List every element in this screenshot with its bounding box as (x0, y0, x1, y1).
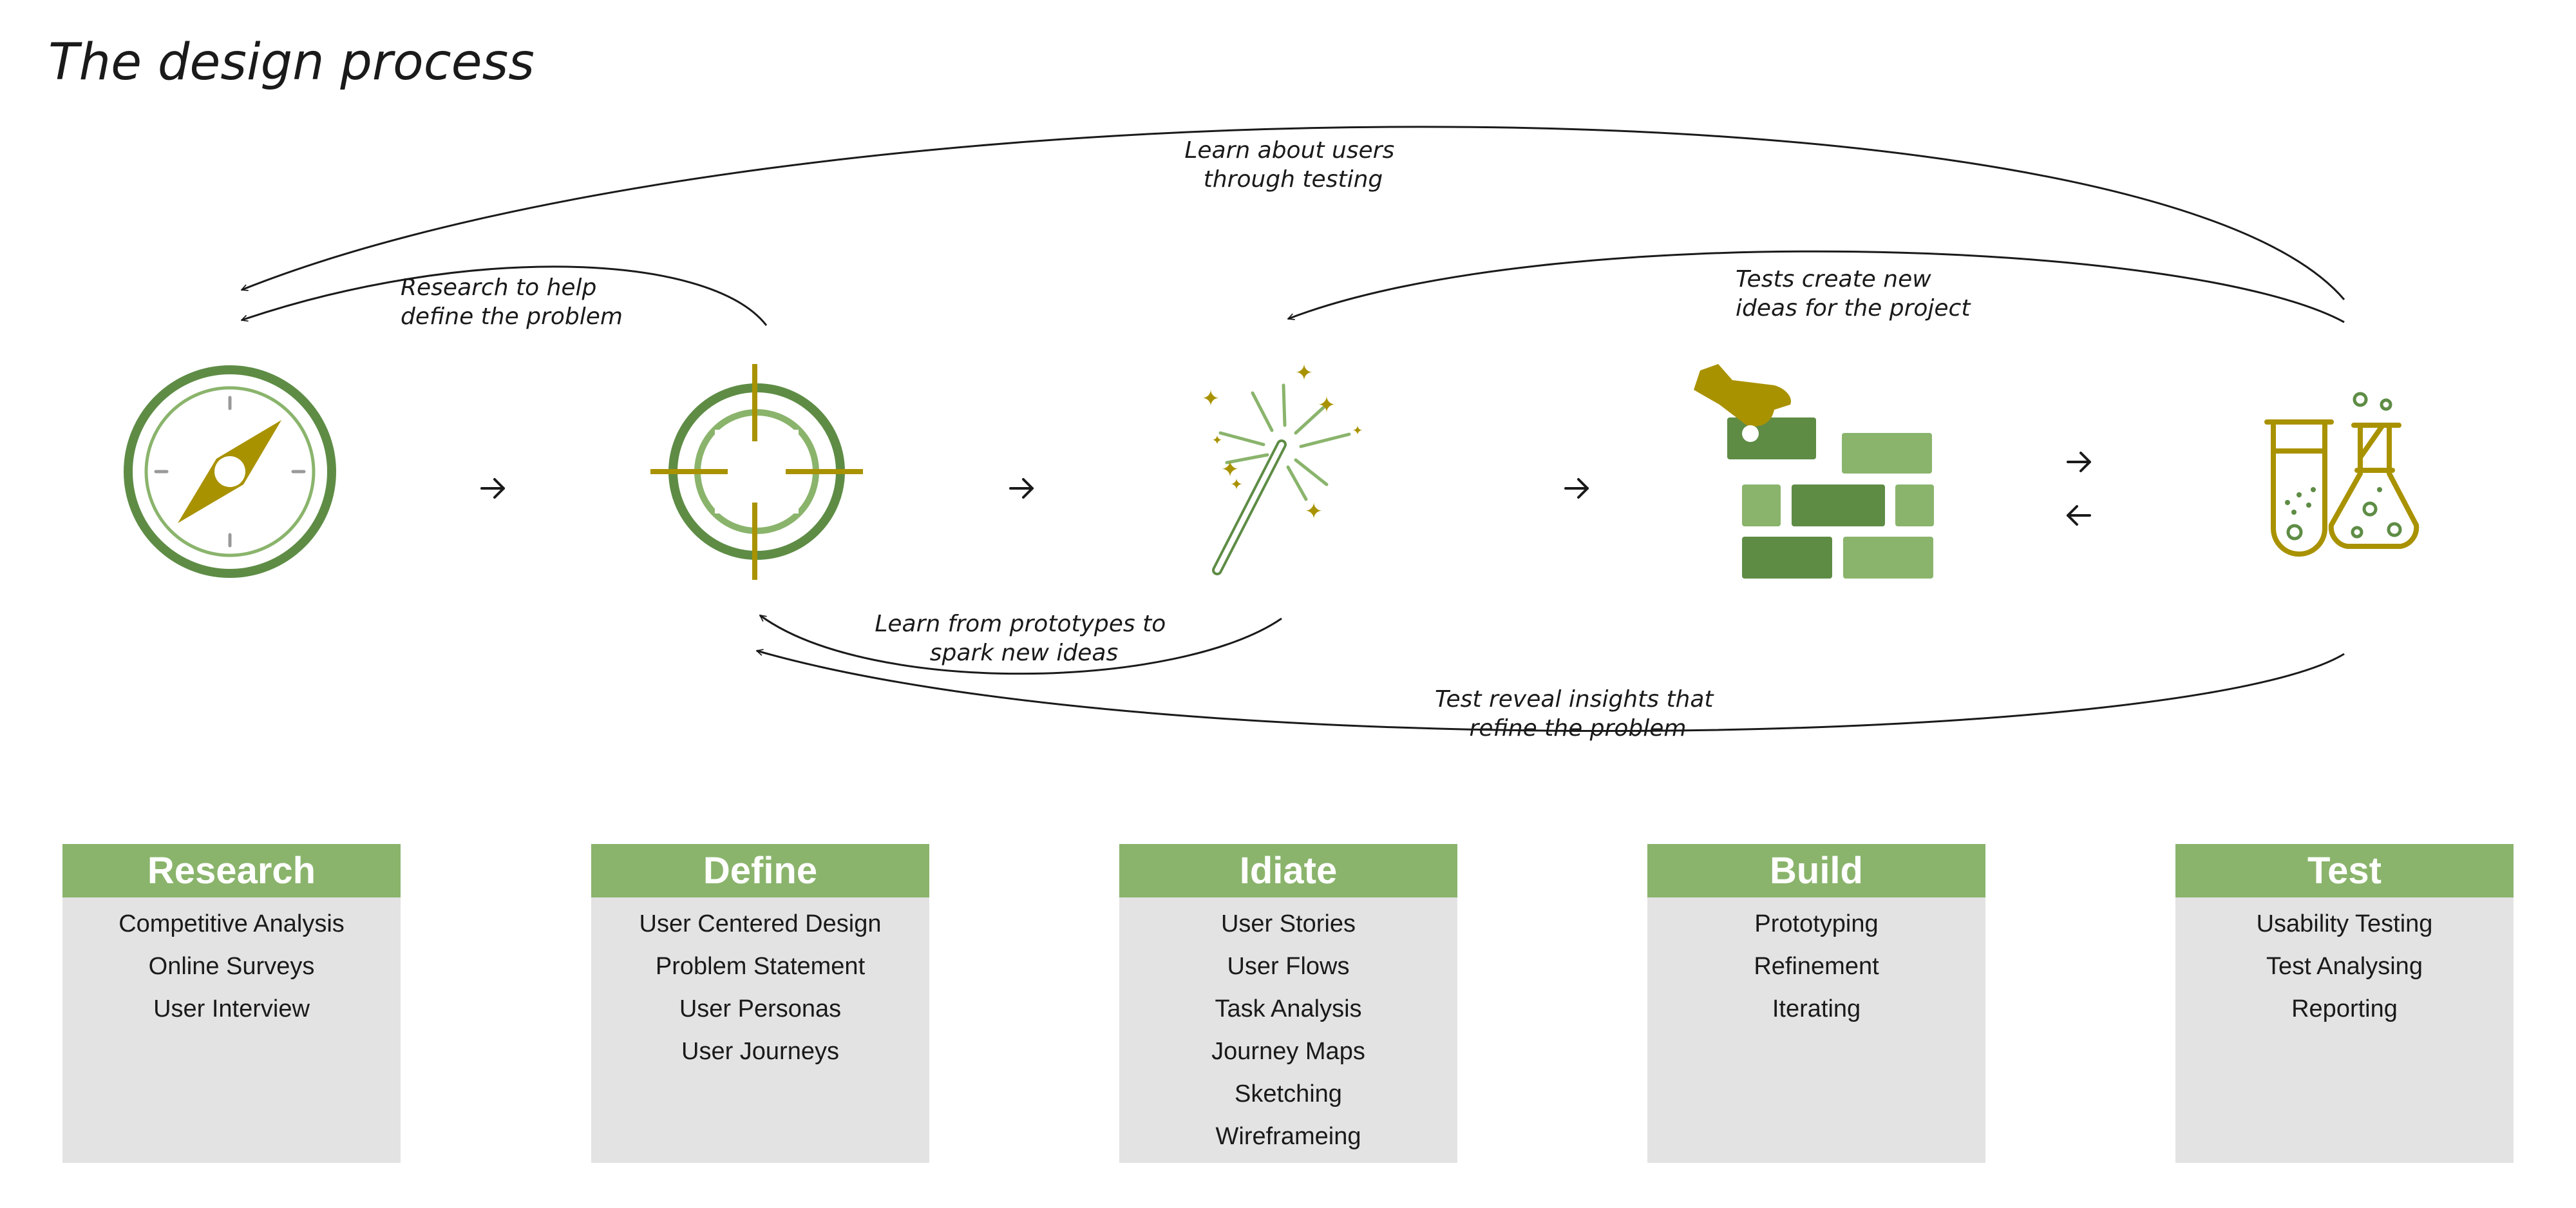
stage-list: Prototyping Refinement Iterating (1647, 897, 1985, 1030)
list-item: Task Analysis (1215, 995, 1362, 1022)
feedback-arrow-define-to-research (242, 265, 768, 326)
stage-column-ideate: Idiate User Stories User Flows Task Anal… (1119, 844, 1457, 1163)
stage-title: Idiate (1119, 844, 1457, 897)
svg-text:✦: ✦ (1202, 386, 1220, 412)
arrow-right-icon (480, 478, 505, 499)
feedback-label-5: Test reveal insights that refine the pro… (1435, 686, 1721, 742)
brick-wall-icon (1694, 364, 1934, 579)
magic-wand-icon: ✦ ✦ ✦ ✦ ✦ ✦ ✦ ✦ (1202, 360, 1363, 575)
stage-list: User Centered Design Problem Statement U… (591, 897, 929, 1073)
arrow-right-icon (1564, 478, 1589, 499)
list-item: User Centered Design (639, 910, 882, 937)
page-title: The design process (48, 34, 535, 91)
stage-column-define: Define User Centered Design Problem Stat… (591, 844, 929, 1163)
list-item: User Journeys (681, 1038, 839, 1065)
bubbles-icon (2286, 392, 2402, 541)
list-item: Iterating (1772, 995, 1861, 1022)
list-item: User Flows (1227, 953, 1350, 980)
stage-column-build: Build Prototyping Refinement Iterating (1647, 844, 1985, 1163)
list-item: Competitive Analysis (118, 910, 345, 937)
feedback-arrow-test-to-define (757, 651, 2345, 733)
list-item: User Interview (153, 995, 310, 1022)
compass-icon (124, 365, 336, 578)
feedback-label-2: Research to help define the problem (401, 274, 623, 330)
svg-text:✦: ✦ (1221, 457, 1240, 483)
stage-list: Usability Testing Test Analysing Reporti… (2175, 897, 2514, 1030)
svg-text:✦: ✦ (1305, 499, 1323, 524)
target-icon (650, 364, 863, 580)
stage-title: Research (62, 844, 401, 897)
svg-text:✦: ✦ (1212, 432, 1223, 448)
list-item: Test Analysing (2266, 953, 2423, 980)
list-item: Wireframeing (1215, 1123, 1361, 1150)
stage-column-research: Research Competitive Analysis Online Sur… (62, 844, 401, 1163)
list-item: Problem Statement (655, 953, 866, 980)
list-item: Reporting (2291, 995, 2398, 1022)
stage-list: Competitive Analysis Online Surveys User… (62, 897, 401, 1030)
list-item: User Personas (679, 995, 842, 1022)
list-item: Refinement (1754, 953, 1879, 980)
list-item: Online Surveys (148, 953, 315, 980)
stage-title: Define (591, 844, 929, 897)
feedback-label-1: Learn about users through testing (1184, 137, 1401, 193)
stage-list: User Stories User Flows Task Analysis Jo… (1119, 897, 1457, 1158)
svg-text:✦: ✦ (1230, 475, 1243, 494)
test-tubes-icon (2264, 419, 2420, 557)
arrow-right-icon (2067, 452, 2091, 472)
stage-title: Test (2175, 844, 2514, 897)
list-item: Prototyping (1754, 910, 1879, 937)
svg-text:✦: ✦ (1295, 360, 1314, 386)
feedback-label-3: Tests create new ideas for the project (1736, 266, 1971, 321)
feedback-arrow-test-to-research (242, 126, 2345, 300)
stage-column-test: Test Usability Testing Test Analysing Re… (2175, 844, 2514, 1163)
feedback-label-4: Learn from prototypes to spark new ideas (875, 611, 1173, 666)
list-item: Journey Maps (1211, 1038, 1365, 1065)
arrow-left-icon (2067, 505, 2091, 526)
feedback-arrow-ideate-to-define (760, 614, 1282, 675)
list-item: Sketching (1235, 1080, 1342, 1107)
dots-icon (2285, 487, 2382, 515)
svg-text:✦: ✦ (1352, 423, 1363, 438)
svg-text:✦: ✦ (1318, 392, 1336, 418)
stage-title: Build (1647, 844, 1985, 897)
feedback-arrow-test-to-ideate (1288, 250, 2345, 323)
list-item: Usability Testing (2256, 910, 2433, 937)
list-item: User Stories (1220, 910, 1356, 937)
arrow-right-icon (1009, 478, 1034, 499)
